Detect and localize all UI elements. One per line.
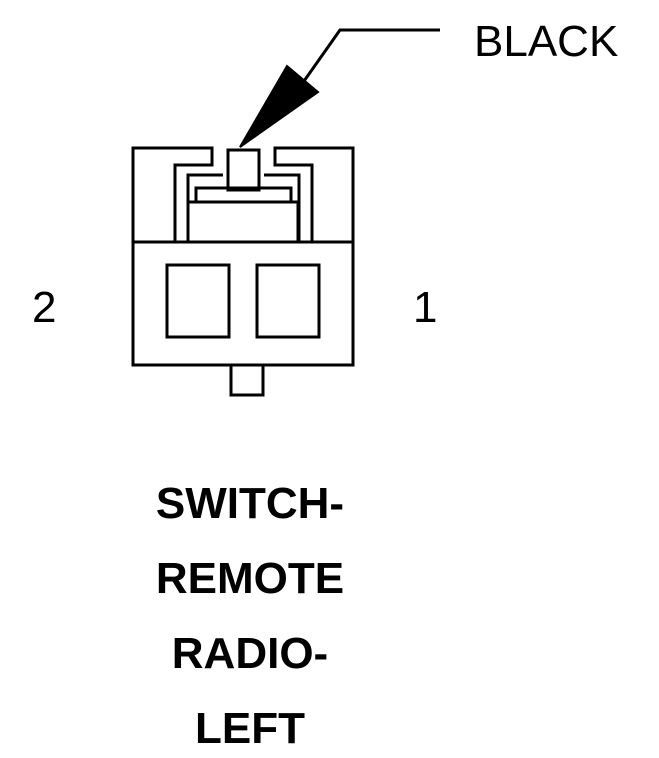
leader-line (276, 28, 440, 119)
connector-title-line-2: REMOTE (155, 554, 345, 603)
connector-inner-left-step (186, 173, 223, 242)
latch-base-lower (186, 200, 300, 244)
latch-stem (226, 148, 261, 192)
wire-color-label: BLACK (474, 17, 618, 66)
pin-cavity-2 (165, 263, 231, 339)
leader-arrow-icon (239, 64, 320, 148)
connector-key-tab (229, 363, 265, 397)
connector-top-right-wall (273, 146, 355, 242)
pin-cavity-1 (255, 263, 321, 339)
connector-title-line-1: SWITCH- (155, 479, 345, 528)
connector-top-left-wall (131, 146, 214, 242)
connector-title-line-3: RADIO- (171, 629, 329, 678)
pin-label-2: 2 (32, 283, 56, 332)
connector-title-line-4: LEFT (195, 704, 305, 753)
pin-label-1: 1 (413, 283, 437, 332)
connector-inner-right-step (264, 173, 301, 242)
